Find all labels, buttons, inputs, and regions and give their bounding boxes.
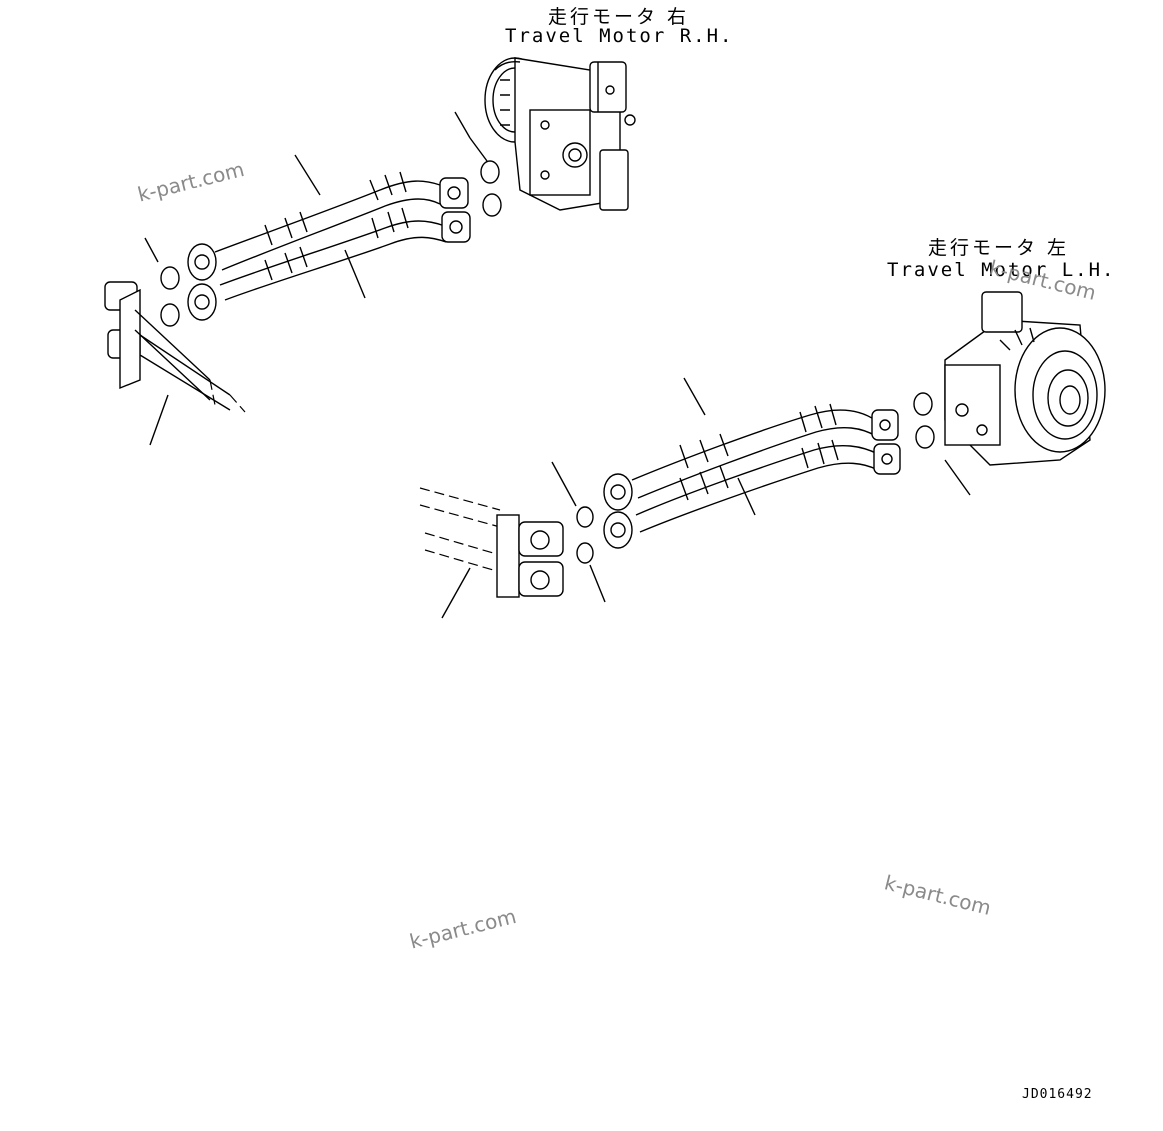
motor-rh-label-en: Travel Motor R.H.	[505, 25, 734, 47]
pipe-block-lh	[419, 487, 564, 598]
motor-lh-label-jp: 走行モータ 左	[928, 237, 1070, 259]
o-ring-lh-motor-lower	[915, 425, 935, 449]
o-ring-lh-pipe-lower	[576, 542, 594, 564]
motor-lh-label-en: Travel Motor L.H.	[887, 259, 1116, 281]
flange-rh-upper	[187, 243, 217, 281]
flange-lh-lower	[603, 511, 633, 549]
hose-assembly-rh	[214, 171, 471, 301]
motor-rh-label-jp: 走行モータ 右	[548, 6, 690, 28]
leader-line	[683, 377, 706, 416]
pipe-block-rh	[104, 281, 246, 413]
travel-motor-rh	[484, 57, 636, 211]
o-ring-rh-pipe-upper	[160, 266, 180, 290]
o-ring-rh-motor-lower	[482, 193, 502, 217]
o-ring-lh-pipe-upper	[576, 506, 594, 528]
hose-assembly-lh	[631, 403, 901, 533]
leader-line	[551, 461, 577, 507]
leader-line	[144, 237, 159, 263]
leader-line	[149, 394, 169, 446]
leader-line	[469, 137, 488, 162]
flange-lh-upper	[603, 473, 633, 511]
leader-line	[441, 567, 471, 619]
leader-line	[737, 477, 756, 516]
leader-line	[294, 154, 321, 196]
leader-line	[344, 249, 366, 299]
o-ring-rh-motor-upper	[480, 160, 500, 184]
leader-line	[589, 564, 606, 603]
leader-line	[454, 111, 471, 139]
travel-motor-lh	[944, 291, 1106, 466]
o-ring-lh-motor-upper	[913, 392, 933, 416]
flange-rh-lower	[187, 283, 217, 321]
leader-line	[944, 459, 971, 496]
drawing-code: JD016492	[1022, 1087, 1093, 1102]
o-ring-rh-pipe-lower	[160, 303, 180, 327]
